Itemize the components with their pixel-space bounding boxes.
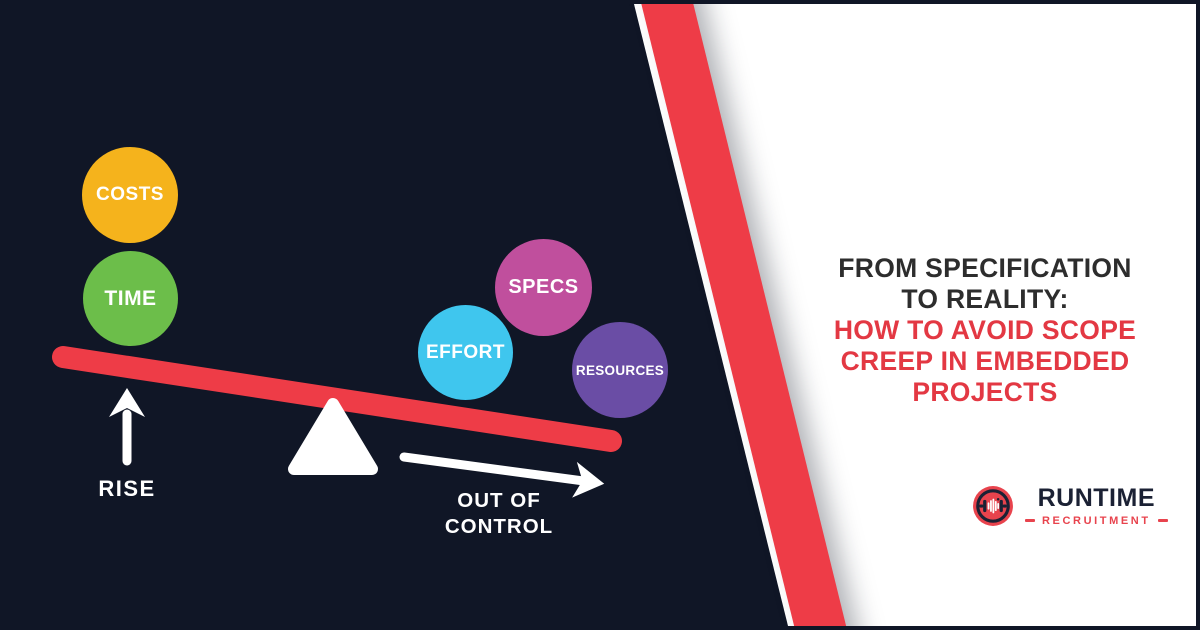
ball-resources: RESOURCES bbox=[572, 322, 668, 418]
out-of-control-label-line1: OUT OF bbox=[457, 489, 541, 512]
ball-time-label: TIME bbox=[104, 286, 157, 310]
out-of-control-label-line2: CONTROL bbox=[444, 515, 554, 538]
ball-costs: COSTS bbox=[82, 147, 178, 243]
logo-subtitle: RECRUITMENT bbox=[1042, 514, 1151, 527]
ball-effort-label: EFFORT bbox=[426, 341, 505, 363]
headline-red-line1: HOW TO AVOID SCOPE bbox=[833, 315, 1137, 345]
logo-dash-right bbox=[1157, 519, 1168, 522]
rise-label: RISE bbox=[98, 476, 156, 501]
ball-time: TIME bbox=[83, 251, 178, 346]
ball-effort: EFFORT bbox=[418, 305, 513, 400]
ball-resources-label: RESOURCES bbox=[575, 362, 665, 378]
logo-text: RUNTIME RECRUITMENT bbox=[1025, 483, 1168, 527]
headline: FROM SPECIFICATION TO REALITY: HOW TO AV… bbox=[800, 253, 1170, 408]
headline-red-line2: CREEP IN EMBEDDED bbox=[840, 346, 1130, 376]
headline-dark-line2: TO REALITY: bbox=[901, 284, 1069, 314]
runtime-recruitment-logo: RUNTIME RECRUITMENT bbox=[972, 485, 1168, 527]
ball-costs-label: COSTS bbox=[96, 184, 164, 205]
logo-dash-left bbox=[1025, 519, 1035, 522]
runtime-logo-icon bbox=[973, 486, 1013, 526]
ball-specs: SPECS bbox=[495, 239, 592, 336]
logo-name: RUNTIME bbox=[1037, 483, 1156, 512]
headline-red-line3: PROJECTS bbox=[912, 377, 1058, 407]
out-of-control-label: OUT OF CONTROL bbox=[418, 488, 580, 540]
ball-specs-label: SPECS bbox=[508, 276, 579, 298]
headline-dark-line1: FROM SPECIFICATION bbox=[838, 253, 1132, 283]
logo-subtitle-row: RECRUITMENT bbox=[1025, 515, 1168, 527]
